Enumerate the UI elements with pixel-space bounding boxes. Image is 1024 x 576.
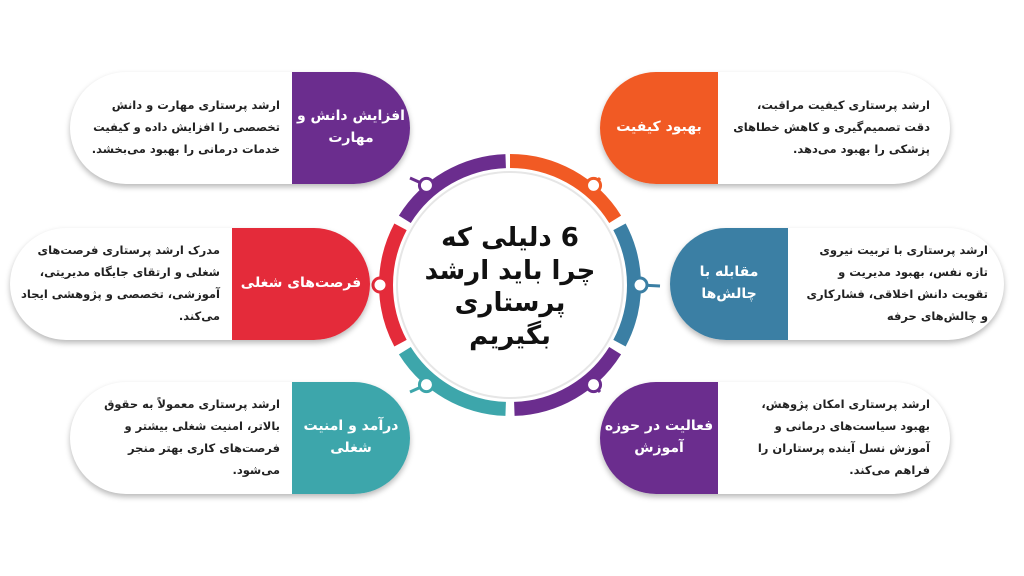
- center-title: 6 دلیلی که چرا باید ارشد پرستاری بگیریم: [410, 222, 610, 352]
- reason-description: ارشد پرستاری امکان پژوهش، بهبود سیاست‌ها…: [757, 397, 930, 477]
- reason-label: فرصت‌های شغلی: [232, 228, 370, 340]
- title-line-1: 6 دلیلی که: [441, 223, 579, 253]
- reason-description: ارشد پرستاری مهارت و دانش تخصصی را افزای…: [91, 98, 280, 156]
- reason-label: بهبود کیفیت: [600, 72, 718, 184]
- reason-card-challenges: مقابله با چالش‌ها ارشد پرستاری با تربیت …: [670, 228, 1004, 340]
- title-line-3: پرستاری بگیریم: [454, 288, 566, 351]
- reason-card-jobs: فرصت‌های شغلی مدرک ارشد پرستاری فرصت‌های…: [10, 228, 370, 340]
- ring-segment: [398, 346, 507, 416]
- connector-dot: [631, 276, 649, 294]
- reason-description: ارشد پرستاری کیفیت مراقبت، دقت تصمیم‌گیر…: [733, 98, 930, 156]
- reason-label: درآمد و امنیت شغلی: [292, 382, 410, 494]
- reason-card-income: درآمد و امنیت شغلی ارشد پرستاری معمولاً …: [70, 382, 410, 494]
- reason-card-knowledge: افزایش دانش و مهارت ارشد پرستاری مهارت و…: [70, 72, 410, 184]
- ring-segment: [509, 154, 622, 224]
- reason-description: مدرک ارشد پرستاری فرصت‌های شغلی و ارتقای…: [21, 243, 220, 323]
- ring-segment: [513, 346, 622, 416]
- connector-dot: [585, 176, 603, 194]
- reason-card-quality: بهبود کیفیت ارشد پرستاری کیفیت مراقبت، د…: [600, 72, 950, 184]
- reason-description: ارشد پرستاری معمولاً به حقوق بالاتر، امن…: [104, 397, 280, 477]
- title-line-2: چرا باید ارشد: [424, 255, 596, 286]
- connector-dot: [417, 176, 435, 194]
- reason-label: فعالیت در حوزه آموزش: [600, 382, 718, 494]
- reason-label: افزایش دانش و مهارت: [292, 72, 410, 184]
- center-circle: [396, 171, 624, 399]
- reason-description: ارشد پرستاری با تربیت نیروی تازه نفس، به…: [806, 243, 988, 323]
- ring-segment: [398, 154, 507, 224]
- reason-card-education: فعالیت در حوزه آموزش ارشد پرستاری امکان …: [600, 382, 950, 494]
- connector-dot: [585, 376, 603, 394]
- connector-dot: [371, 276, 389, 294]
- connector-dot: [417, 376, 435, 394]
- reason-label: مقابله با چالش‌ها: [670, 228, 788, 340]
